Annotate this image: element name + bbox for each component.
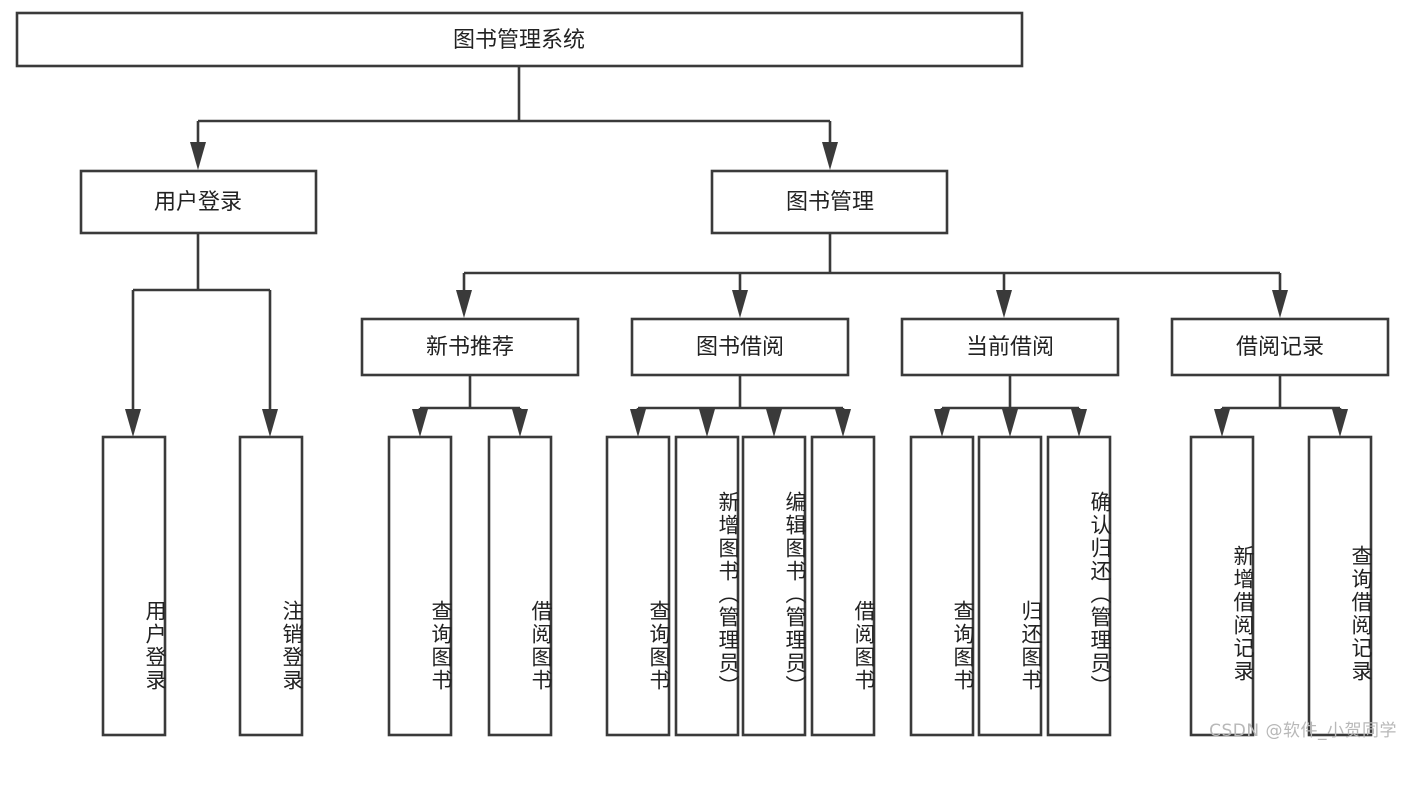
node-box-leaf-borrow-borrow-book[interactable] [810,435,876,737]
node-box-borrow-record[interactable] [1170,317,1390,377]
node-label-current-borrow: 当前借阅 [966,335,1054,360]
arrow-head-icon [996,290,1012,318]
connector-group [125,66,1348,437]
node-label-new-book-recommend: 新书推荐 [426,335,514,360]
node-box-leaf-borrow-edit-book[interactable] [741,435,807,737]
hierarchy-diagram-svg: 图书管理系统 用户登录 图书管理 新书推荐 图书借阅 当前借阅 借阅记录 [15,11,1390,737]
node-box-leaf-record-query-record[interactable] [1307,435,1373,737]
node-box-leaf-user-login[interactable] [101,435,167,737]
node-box-user-login[interactable] [79,169,318,235]
arrow-head-icon [766,409,782,437]
arrow-head-icon [190,142,206,170]
node-label-user-login: 用户登录 [154,190,242,215]
node-label-root: 图书管理系统 [453,28,585,53]
node-box-current-borrow[interactable] [900,317,1120,377]
arrow-head-icon [456,290,472,318]
csdn-watermark: CSDN @软件_小贺同学 [1209,721,1397,741]
arrow-head-icon [1002,409,1018,437]
node-label-book-management: 图书管理 [786,190,874,215]
arrow-head-icon [934,409,950,437]
node-box-leaf-current-confirm-return[interactable] [1046,435,1112,737]
arrow-head-icon [835,409,851,437]
diagram-canvas: 图书管理系统 用户登录 图书管理 新书推荐 图书借阅 当前借阅 借阅记录 [15,11,1397,741]
node-box-leaf-recommend-borrow-book[interactable] [487,435,553,737]
node-box-leaf-borrow-add-book[interactable] [674,435,740,737]
arrow-head-icon [732,290,748,318]
node-label-borrow-record: 借阅记录 [1236,335,1324,360]
node-box-root[interactable] [15,11,1024,68]
node-box-leaf-current-return-book[interactable] [977,435,1043,737]
arrow-head-icon [699,409,715,437]
node-box-leaf-record-add-record[interactable] [1189,435,1255,737]
arrow-head-icon [1272,290,1288,318]
node-label-book-borrow: 图书借阅 [696,335,784,360]
node-box-book-borrow[interactable] [630,317,850,377]
arrow-head-icon [512,409,528,437]
arrow-head-icon [262,409,278,437]
arrow-head-icon [1071,409,1087,437]
node-box-leaf-current-query-book[interactable] [909,435,975,737]
arrow-head-icon [630,409,646,437]
arrow-head-icon [1332,409,1348,437]
node-box-leaf-user-logout[interactable] [238,435,304,737]
node-box-leaf-borrow-query-book[interactable] [605,435,671,737]
node-box-book-management[interactable] [710,169,949,235]
arrow-head-icon [412,409,428,437]
arrow-head-icon [1214,409,1230,437]
arrow-head-icon [822,142,838,170]
node-box-new-book-recommend[interactable] [360,317,580,377]
arrow-head-icon [125,409,141,437]
node-box-leaf-recommend-query-book[interactable] [387,435,453,737]
